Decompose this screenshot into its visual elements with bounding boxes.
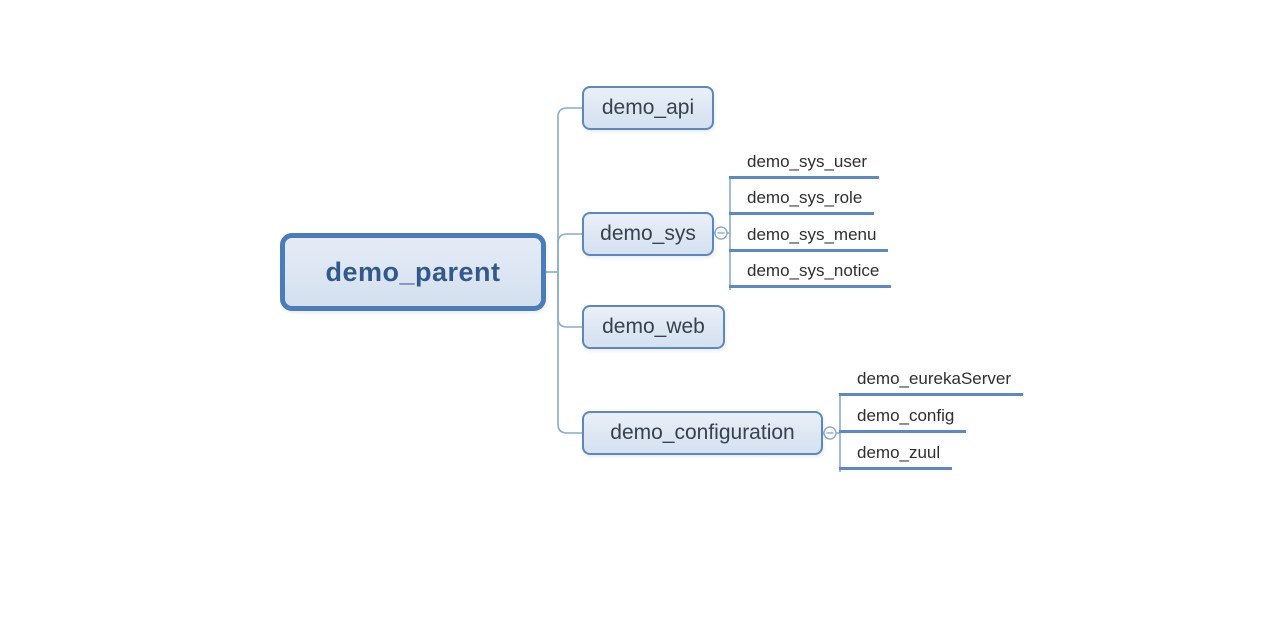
subtopic-label: demo_config [857,406,955,425]
topic-demo-web[interactable]: demo_web [582,305,725,349]
topic-demo-configuration[interactable]: demo_configuration [582,411,823,455]
collapse-toggle-demo-configuration[interactable] [823,426,837,440]
subtopic-demo-sys-user[interactable]: demo_sys_user [729,151,880,179]
subtopic-demo-zuul[interactable]: demo_zuul [839,442,953,470]
root-topic-label: demo_parent [325,256,501,287]
topic-demo-sys[interactable]: demo_sys [582,212,714,256]
subtopic-demo-sys-menu[interactable]: demo_sys_menu [729,224,889,252]
collapse-toggle-demo-sys[interactable] [714,226,728,240]
topic-label: demo_configuration [610,421,795,444]
subtopic-demo-sys-role[interactable]: demo_sys_role [729,187,875,215]
root-topic-demo-parent[interactable]: demo_parent [280,233,546,311]
connector-branch-demo-api [557,107,582,272]
subtopic-label: demo_eurekaServer [857,369,1012,388]
connector-branch-demo-web [557,272,582,328]
subtopic-label: demo_sys_menu [747,225,877,244]
topic-label: demo_web [602,315,705,338]
topic-label: demo_api [601,96,695,119]
topic-label: demo_sys [600,222,696,245]
subtopic-demo-sys-notice[interactable]: demo_sys_notice [729,260,892,288]
connector-branch-demo-sys [557,233,582,272]
subtopic-demo-config[interactable]: demo_config [839,405,967,433]
subtopic-demo-eurekaserver[interactable]: demo_eurekaServer [839,368,1024,396]
subtopic-label: demo_sys_notice [747,261,880,280]
subtopic-label: demo_sys_user [747,152,868,171]
connector-branch-demo-configuration [557,272,582,434]
subtopic-label: demo_sys_role [747,188,863,207]
topic-demo-api[interactable]: demo_api [582,86,714,130]
subtopic-label: demo_zuul [857,443,941,462]
